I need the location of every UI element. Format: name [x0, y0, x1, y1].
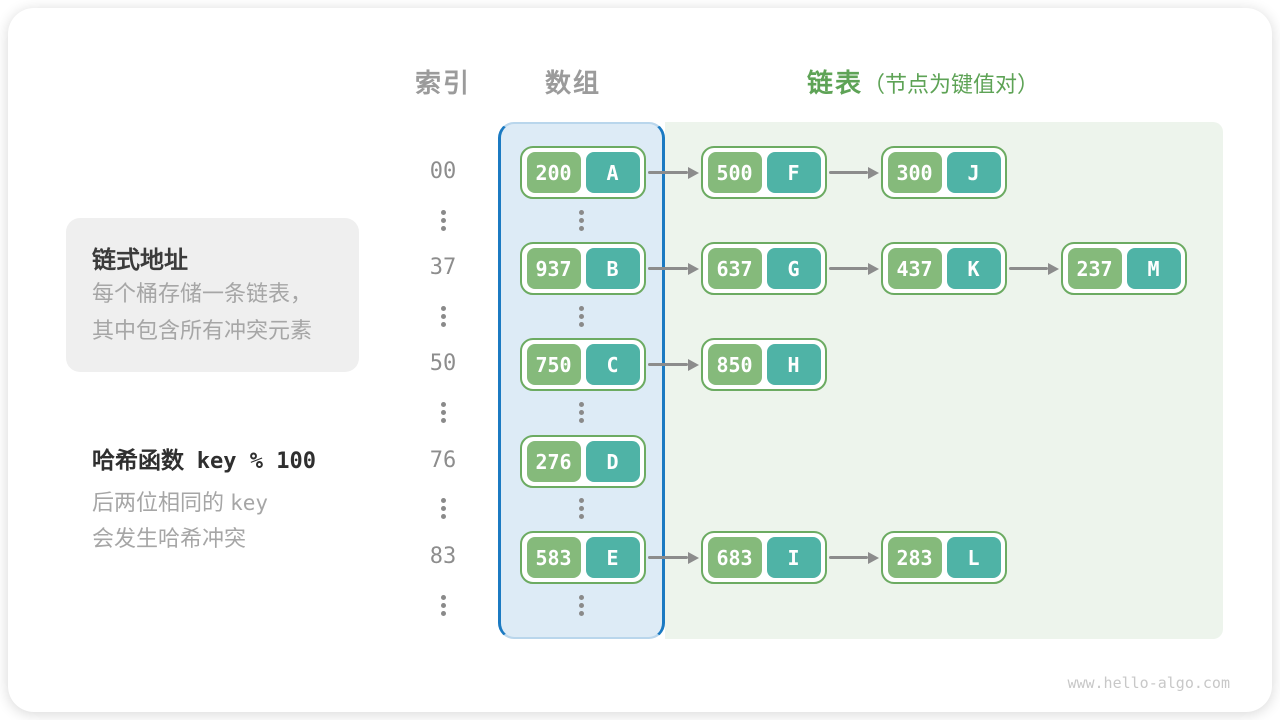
bucket-node: 583 E	[520, 531, 646, 584]
node-value: A	[585, 152, 640, 193]
node-value: F	[766, 152, 821, 193]
ellipsis-dots	[579, 595, 584, 616]
watermark: www.hello-algo.com	[1067, 674, 1230, 692]
node-value: H	[766, 344, 821, 385]
node-key: 850	[707, 344, 762, 385]
link-arrow	[648, 363, 688, 366]
chaining-line2: 其中包含所有冲突元素	[92, 318, 313, 343]
bucket-node: 750 C	[520, 338, 646, 391]
header-linked-list-title: 链表	[807, 68, 864, 98]
diagram-card: 索引 数组 链表（节点为键值对） 链式地址 每个桶存储一条链表， 其中包含所有冲…	[8, 8, 1272, 712]
ellipsis-dots	[441, 210, 446, 231]
hash-function-formula: key % 100	[196, 449, 316, 474]
link-arrow	[648, 267, 688, 270]
ellipsis-dots	[579, 402, 584, 423]
node-key: 200	[526, 152, 581, 193]
hash-note-line1-text: 后两位相同的	[92, 490, 225, 515]
index-label: 50	[429, 351, 457, 376]
ellipsis-dots	[441, 498, 446, 519]
chaining-info-box: 链式地址 每个桶存储一条链表， 其中包含所有冲突元素	[66, 218, 359, 372]
hash-note-line2: 会发生哈希冲突	[92, 526, 247, 551]
hash-note-line1-key: key	[230, 491, 269, 515]
node-value: L	[946, 537, 1001, 578]
index-label: 00	[429, 159, 457, 184]
ellipsis-dots	[441, 402, 446, 423]
bucket-node: 937 B	[520, 242, 646, 295]
index-label: 83	[429, 544, 457, 569]
list-node: 637 G	[701, 242, 827, 295]
chaining-title: 链式地址	[92, 247, 188, 274]
node-key: 283	[887, 537, 942, 578]
node-key: 500	[707, 152, 762, 193]
index-label: 37	[429, 255, 457, 280]
ellipsis-dots	[579, 306, 584, 327]
node-value: I	[766, 537, 821, 578]
ellipsis-dots	[579, 498, 584, 519]
hash-function-label: 哈希函数	[92, 447, 184, 473]
link-arrow	[648, 556, 688, 559]
hash-function-line: 哈希函数 key % 100	[92, 441, 316, 475]
node-value: B	[585, 248, 640, 289]
node-key: 276	[526, 441, 581, 482]
link-arrow	[1009, 267, 1048, 270]
node-value: J	[946, 152, 1001, 193]
list-node: 237 M	[1061, 242, 1187, 295]
node-key: 750	[526, 344, 581, 385]
node-key: 683	[707, 537, 762, 578]
node-key: 637	[707, 248, 762, 289]
chaining-line1: 每个桶存储一条链表，	[92, 281, 313, 306]
list-node: 850 H	[701, 338, 827, 391]
bucket-node: 200 A	[520, 146, 646, 199]
header-index: 索引	[414, 68, 471, 98]
hash-note-line1: 后两位相同的 key	[92, 485, 268, 517]
link-arrow	[829, 267, 868, 270]
node-value: C	[585, 344, 640, 385]
list-node: 283 L	[881, 531, 1007, 584]
list-node: 500 F	[701, 146, 827, 199]
list-node: 437 K	[881, 242, 1007, 295]
node-key: 437	[887, 248, 942, 289]
node-value: M	[1126, 248, 1181, 289]
list-node: 683 I	[701, 531, 827, 584]
node-value: G	[766, 248, 821, 289]
node-key: 237	[1067, 248, 1122, 289]
node-value: D	[585, 441, 640, 482]
ellipsis-dots	[441, 595, 446, 616]
header-linked-list: 链表（节点为键值对）	[807, 63, 1039, 100]
node-key: 300	[887, 152, 942, 193]
link-arrow	[829, 171, 868, 174]
ellipsis-dots	[579, 210, 584, 231]
header-array: 数组	[544, 68, 601, 98]
node-value: K	[946, 248, 1001, 289]
list-node: 300 J	[881, 146, 1007, 199]
node-value: E	[585, 537, 640, 578]
node-key: 583	[526, 537, 581, 578]
link-arrow	[829, 556, 868, 559]
node-key: 937	[526, 248, 581, 289]
bucket-node: 276 D	[520, 435, 646, 488]
header-linked-list-note: （节点为键值对）	[863, 72, 1040, 97]
index-label: 76	[429, 448, 457, 473]
ellipsis-dots	[441, 306, 446, 327]
link-arrow	[648, 171, 688, 174]
